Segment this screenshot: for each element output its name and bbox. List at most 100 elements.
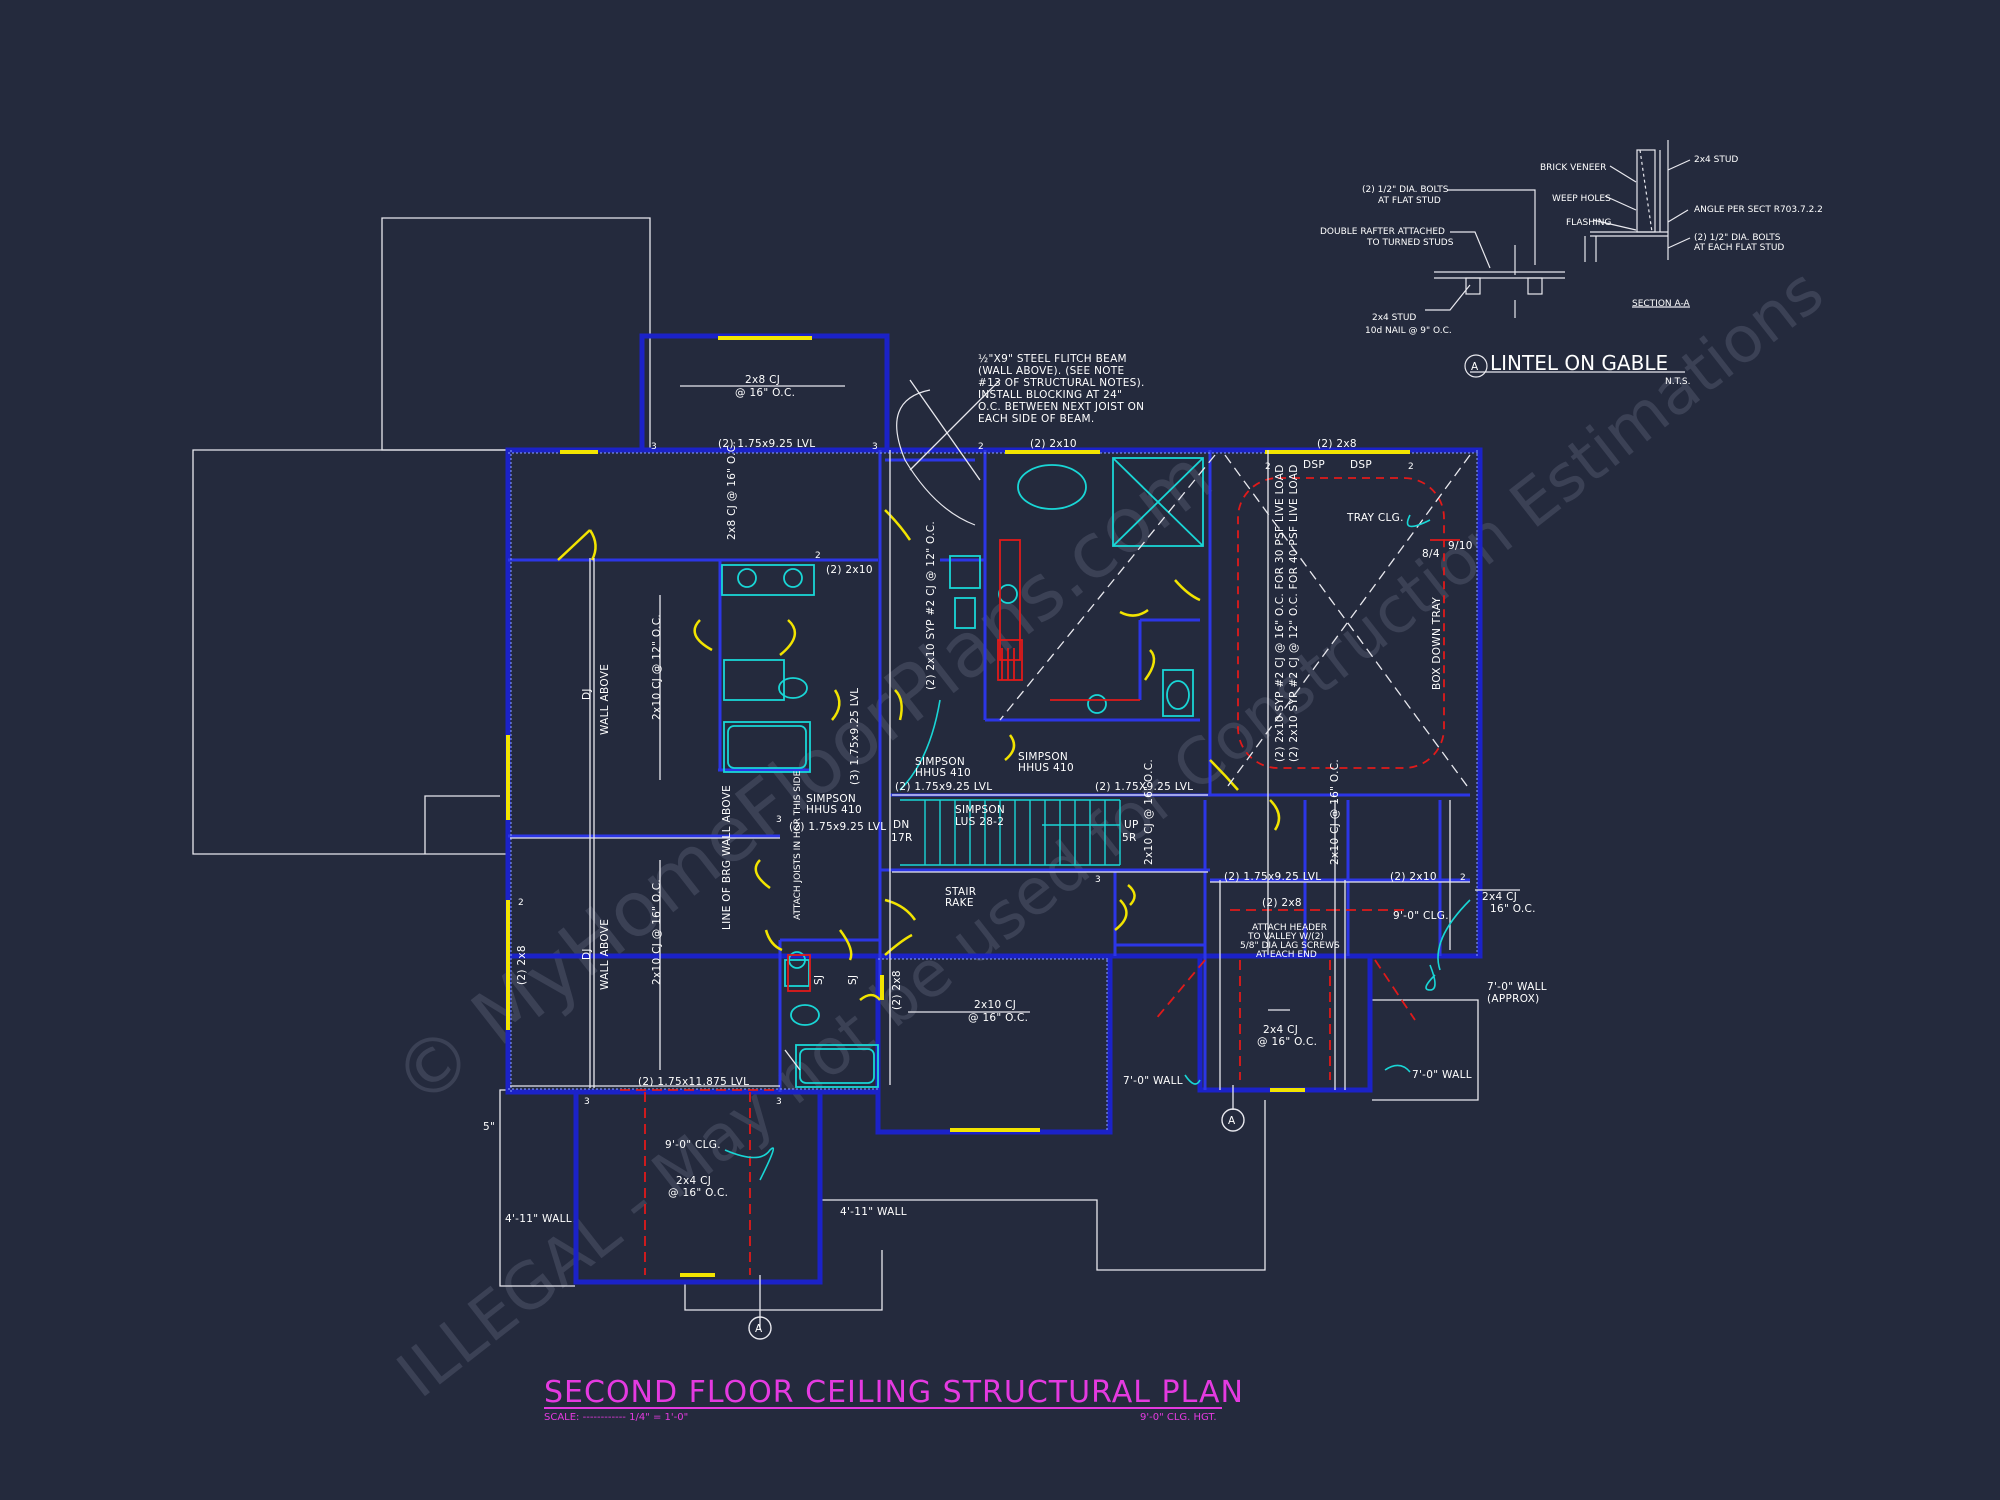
label-header-2x10-right: (2) 2x10: [1390, 871, 1437, 883]
detail-title: LINTEL ON GABLE: [1490, 351, 1668, 375]
framing-lines: [510, 379, 1520, 1330]
detail-stud: 2x4 STUD: [1372, 313, 1416, 323]
label-simpson-4b: LUS 28-2: [955, 816, 1004, 828]
label-oc-2x4-right: 16" O.C.: [1490, 903, 1536, 915]
detail-double-rafter: DOUBLE RAFTER ATTACHED: [1320, 227, 1445, 237]
label-n2e: 2: [518, 898, 524, 908]
beam-note-line-4: INSTALL BLOCKING AT 24": [978, 389, 1122, 401]
drawing-title: SECOND FLOOR CEILING STRUCTURAL PLAN SCA…: [544, 1375, 1244, 1423]
label-hall-cj: (2) 2x10 SYP #2 CJ @ 12" O.C.: [925, 521, 937, 690]
label-17r: 17R: [891, 832, 913, 844]
label-wall-above-1: WALL ABOVE: [599, 664, 611, 735]
label-oc-2x4-bottom: @ 16" O.C.: [668, 1187, 728, 1199]
label-lvl-top: (2) 1.75x9.25 LVL: [718, 438, 815, 450]
detail-stud-right: 2x4 STUD: [1694, 155, 1738, 165]
drawing-title-main: SECOND FLOOR CEILING STRUCTURAL PLAN: [544, 1375, 1244, 1410]
label-oc-2x4-center: @ 16" O.C.: [1257, 1036, 1317, 1048]
label-header-2x8-center: (2) 2x8: [891, 970, 903, 1010]
label-sj-2: SJ: [847, 975, 859, 985]
plan-labels: 2x8 CJ @ 16" O.C. (2) 1.75x9.25 LVL 2x8 …: [483, 374, 1547, 1225]
label-lvl-stair-2: (2) 1.75x9.25 LVL: [789, 821, 886, 833]
label-simpson-2b: HHUS 410: [1018, 762, 1074, 774]
stairs: [900, 799, 1121, 866]
label-cj-2x4-center: 2x4 CJ: [1263, 1024, 1298, 1036]
label-mb-cj-2: (2) 2x10 SYP #2 CJ @ 12" O.C. FOR 40 PSF…: [1288, 464, 1300, 762]
beam-note-line-5: O.C. BETWEEN NEXT JOIST ON: [978, 401, 1144, 413]
drawing-title-scale: SCALE: ------------ 1/4" = 1'-0": [544, 1412, 688, 1423]
label-n2a: 2: [978, 442, 984, 452]
label-header-2x8-right: (2) 2x8: [1262, 897, 1302, 909]
label-simpson-3b: HHUS 410: [806, 804, 862, 816]
label-n3a: 3: [651, 442, 657, 452]
detail-nts: N.T.S.: [1665, 377, 1690, 387]
label-attach-joists: ATTACH JOISTS IN HGR THIS SIDE: [793, 770, 803, 920]
label-header-2x10-b: (2) 2x10: [826, 564, 873, 576]
detail-brick: BRICK VENEER: [1540, 163, 1606, 173]
label-pitch-2: 8/4: [1422, 548, 1440, 560]
label-simpson-4a: SIMPSON: [955, 804, 1005, 816]
label-cj-center: 2x10 CJ: [974, 999, 1016, 1011]
watermark: © MyHomeFloorPlans.com ILLEGAL - May not…: [376, 255, 1837, 1413]
label-n3e: 3: [776, 1097, 782, 1107]
beam-note-line-6: EACH SIDE OF BEAM.: [978, 413, 1094, 425]
label-simpson-1b: HHUS 410: [915, 767, 971, 779]
label-wall-411-left: 4'-11" WALL: [505, 1213, 572, 1225]
detail-weep: WEEP HOLES: [1552, 194, 1611, 204]
label-cj-2x4-right: 2x4 CJ: [1482, 891, 1517, 903]
windows: [506, 336, 1410, 1277]
label-stair-rake-2: RAKE: [945, 897, 974, 909]
label-simpson-3a: SIMPSON: [806, 793, 856, 805]
watermark-line-2: ILLEGAL - May not be used for Constructi…: [384, 255, 1837, 1413]
label-dj-1: DJ: [581, 688, 593, 700]
label-oc-center: @ 16" O.C.: [968, 1012, 1028, 1024]
lower-roof-outline: [192, 217, 1479, 1311]
label-cj-right-v: 2x10 CJ @ 16" O.C.: [1329, 759, 1341, 865]
drawing-title-height: 9'-0" CLG. HGT.: [1140, 1412, 1217, 1423]
label-n2c: 2: [1408, 462, 1414, 472]
label-attach-header-1: ATTACH HEADER: [1252, 923, 1327, 933]
label-dsp-2: DSP: [1350, 459, 1372, 471]
detail-marker: A: [1471, 361, 1479, 373]
label-n2d: 2: [815, 551, 821, 561]
detail-flashing: FLASHING: [1566, 218, 1611, 228]
label-dn: DN: [893, 819, 910, 831]
beam-note-leader: [896, 389, 976, 526]
label-wall-7b: 7'-0" WALL: [1412, 1069, 1472, 1081]
beam-note: ½"X9" STEEL FLITCH BEAM (WALL ABOVE). (S…: [978, 353, 1145, 425]
beam-note-line-2: (WALL ABOVE). (SEE NOTE: [978, 365, 1124, 377]
detail-bolts-flat-2: AT FLAT STUD: [1378, 196, 1441, 206]
label-wall-7a-approx: (APPROX): [1487, 993, 1540, 1005]
detail-angle: ANGLE PER SECT R703.7.2.2: [1694, 205, 1823, 215]
label-simpson-2a: SIMPSON: [1018, 751, 1068, 763]
label-pitch-1: 9/10: [1448, 540, 1473, 552]
label-header-2x8-left: (2) 2x8: [516, 945, 528, 985]
label-n3b: 3: [872, 442, 878, 452]
label-lvl-right: (2) 1.75x9.25 LVL: [1224, 871, 1321, 883]
label-cj-right-v2: 2x10 CJ @ 16" O.C.: [1143, 759, 1155, 865]
label-cj-2x10-16: 2x10 CJ @ 16" O.C.: [651, 879, 663, 985]
label-dj-2: DJ: [581, 948, 593, 960]
doors: [557, 509, 1281, 1001]
label-clg-right: 9'-0" CLG.: [1393, 910, 1449, 922]
label-wall-411-right: 4'-11" WALL: [840, 1206, 907, 1218]
detail-nail: 10d NAIL @ 9" O.C.: [1365, 326, 1452, 336]
label-n2f: 2: [1460, 873, 1466, 883]
label-lvl-stair-3: (2) 1.75X9.25 LVL: [1095, 781, 1193, 793]
beam-note-line-3: #13 OF STRUCTURAL NOTES).: [978, 377, 1145, 389]
section-marker-bottom-label: A: [755, 1323, 763, 1335]
label-cj-2x8-top: 2x8 CJ: [745, 374, 780, 386]
label-attach-header-4: AT EACH END: [1256, 950, 1317, 960]
section-marker-right-label: A: [1228, 1115, 1236, 1127]
label-dsp-1: DSP: [1303, 459, 1325, 471]
label-attach-header-2: TO VALLEY W/(2): [1247, 932, 1324, 942]
label-line-of-brg: LINE OF BRG WALL ABOVE: [721, 785, 733, 930]
section-marker-bottom: A: [748, 1316, 772, 1340]
label-cj-2x10-12: 2x10 CJ @ 12" O.C.: [651, 614, 663, 720]
beam-note-line-1: ½"X9" STEEL FLITCH BEAM: [978, 353, 1127, 365]
label-header-2x10-a: (2) 2x10: [1030, 438, 1077, 450]
label-n2b: 2: [1265, 462, 1271, 472]
label-header-2x8-mb: (2) 2x8: [1317, 438, 1357, 450]
label-wall-7a: 7'-0" WALL: [1487, 981, 1547, 993]
label-lvl-vertical: (3) 1.75x9.25 LVL: [849, 688, 861, 785]
